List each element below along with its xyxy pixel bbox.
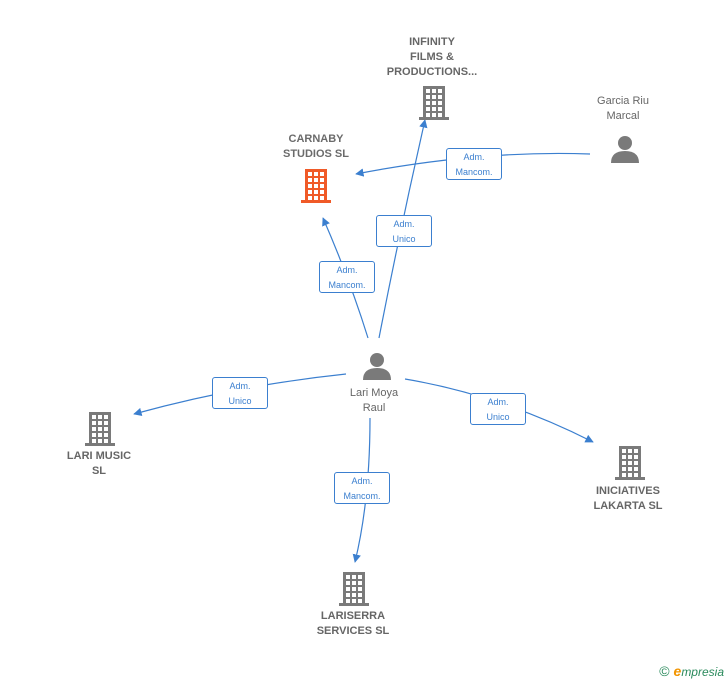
edge-label-lari-to-larimusic[interactable]: Adm. Unico	[212, 377, 268, 409]
building-icon-infinity[interactable]	[419, 86, 449, 120]
copyright-symbol: ©	[659, 663, 670, 679]
building-icon-iniciatives[interactable]	[615, 446, 645, 480]
node-label-iniciatives[interactable]: INICIATIVES LAKARTA SL	[593, 485, 663, 512]
edge-label-garcia-to-carnaby[interactable]: Adm. Mancom.	[446, 148, 502, 180]
edge-label-lari-to-carnaby[interactable]: Adm. Mancom.	[319, 261, 375, 293]
edge-label-lari-to-iniciatives[interactable]: Adm. Unico	[470, 393, 526, 425]
node-label-garcia[interactable]: Garcia Riu Marcal	[597, 95, 649, 122]
brand-initial: e	[673, 663, 682, 679]
node-label-lari[interactable]: Lari Moya Raul	[349, 387, 399, 414]
edge-label-lari-to-infinity[interactable]: Adm. Unico	[376, 215, 432, 247]
node-label-carnaby[interactable]: CARNABY STUDIOS SL	[282, 133, 349, 160]
brand-name: mpresia	[681, 665, 724, 679]
edge-label-lari-to-lariserra[interactable]: Adm. Mancom.	[334, 472, 390, 504]
person-icon-lari[interactable]	[363, 353, 391, 380]
building-icon-larimusic[interactable]	[85, 412, 115, 446]
node-label-infinity[interactable]: INFINITY FILMS & PRODUCTIONS...	[386, 35, 478, 78]
node-label-lariserra[interactable]: LARISERRA SERVICES SL	[316, 610, 390, 637]
building-icon-lariserra[interactable]	[339, 572, 369, 606]
person-icon-garcia[interactable]	[611, 136, 639, 163]
building-icon-carnaby[interactable]	[301, 169, 331, 203]
empresia-watermark: ©empresia	[659, 663, 724, 679]
node-label-larimusic[interactable]: LARI MUSIC SL	[66, 450, 132, 477]
